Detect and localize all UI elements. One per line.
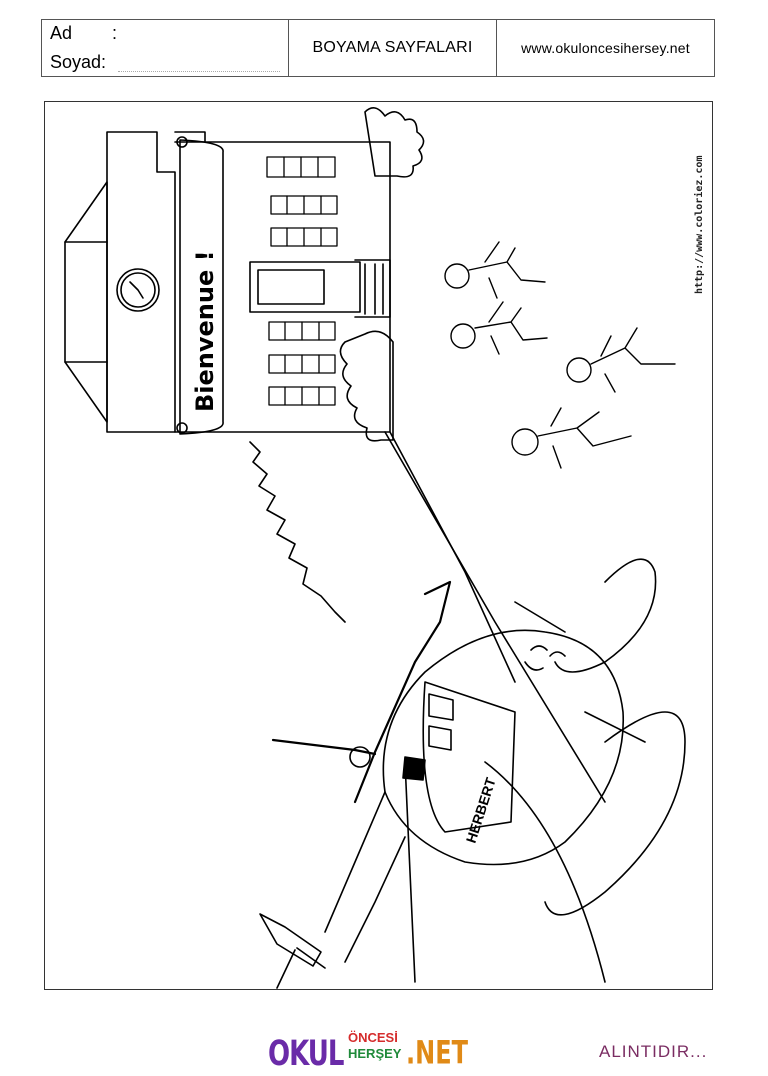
surname-label: Soyad: xyxy=(50,52,107,72)
helicopter-name: HERBERT xyxy=(463,775,499,845)
header-table: Ad : Soyad: BOYAMA SAYFALARI www.okulonc… xyxy=(41,19,715,77)
coloring-picture: Bienvenue ! HERBERT xyxy=(64,107,686,989)
logo-hersey: HERŞEY xyxy=(348,1046,402,1061)
logo-net: .NET xyxy=(406,1034,468,1072)
coloring-picture-frame: Bienvenue ! HERBERT xyxy=(44,101,713,990)
credit-text: ALINTIDIR... xyxy=(599,1042,708,1061)
page-title: BOYAMA SAYFALARI xyxy=(312,39,473,56)
bush-right xyxy=(339,330,394,442)
tree-top xyxy=(364,107,425,178)
hedge xyxy=(249,441,346,623)
children xyxy=(444,241,676,469)
banner-text: Bienvenue ! xyxy=(191,250,219,412)
website-cell: www.okuloncesihersey.net xyxy=(497,20,714,76)
welcome-banner xyxy=(179,139,224,435)
title-cell: BOYAMA SAYFALARI xyxy=(289,20,497,76)
site-logo[interactable]: OKUL ÖNCESİ HERŞEY .NET xyxy=(268,1030,468,1075)
clock xyxy=(116,268,160,312)
logo-okul: OKUL xyxy=(268,1034,344,1075)
name-colon: : xyxy=(112,23,118,43)
name-label: Ad xyxy=(50,23,73,43)
helicopter xyxy=(259,558,686,989)
logo-oncesi: ÖNCESİ xyxy=(348,1030,398,1045)
side-url: http://www.coloriez.com xyxy=(694,155,705,294)
road-edge-1 xyxy=(384,431,606,803)
school-building xyxy=(64,131,391,435)
website-text: www.okuloncesihersey.net xyxy=(521,40,690,56)
surname-line xyxy=(118,71,280,72)
name-cell: Ad : Soyad: xyxy=(42,20,289,76)
